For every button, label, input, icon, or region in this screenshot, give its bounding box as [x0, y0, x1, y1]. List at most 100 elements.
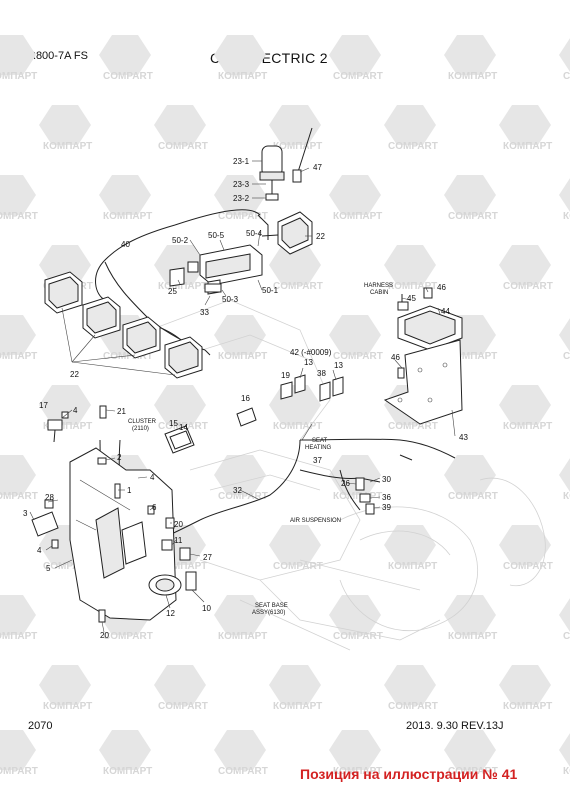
caption-harness-2: CABIN — [370, 290, 388, 296]
callout: 21 — [117, 407, 126, 416]
svg-text:COMPART: COMPART — [333, 631, 383, 642]
svg-text:КОМПАРТ: КОМПАРТ — [103, 211, 152, 222]
svg-text:КОМПАРТ: КОМПАРТ — [333, 211, 382, 222]
caption-seat-base-2: ASSY(6130) — [252, 610, 285, 616]
watermark-tile: COMPART — [269, 525, 323, 572]
watermark-tile: КОМПАРТ — [559, 733, 570, 777]
watermark-tile: КОМПАРТ — [499, 105, 552, 152]
watermark-tile: COMPART — [384, 665, 438, 712]
callout: 6 — [152, 503, 157, 512]
watermark-tile: КОМПАРТ — [39, 105, 92, 152]
watermark-tile: КОМПАРТ — [269, 665, 322, 712]
watermark-tile: КОМПАРТ — [0, 315, 37, 362]
svg-text:COMPART: COMPART — [103, 351, 153, 362]
svg-text:КОМПАРТ: КОМПАРТ — [448, 71, 497, 82]
callout: 22 — [70, 370, 79, 379]
svg-text:КОМПАРТ: КОМПАРТ — [158, 561, 207, 572]
revision-date: 2013. 9.30 REV.13J — [406, 720, 504, 732]
svg-text:КОМПАРТ: КОМПАРТ — [388, 561, 437, 572]
watermark-tile: КОМПАРТ — [499, 385, 552, 432]
speaker-top-right — [261, 211, 313, 255]
callout: 11 — [174, 536, 183, 545]
svg-text:COMPART: COMPART — [273, 281, 323, 292]
watermark-tile: КОМПАРТ — [99, 730, 152, 777]
svg-text:COMPART: COMPART — [503, 561, 553, 572]
svg-text:COMPART: COMPART — [103, 71, 153, 82]
svg-text:COMPART: COMPART — [563, 71, 570, 82]
beacon-lamp — [259, 145, 285, 201]
svg-text:COMPART: COMPART — [158, 421, 208, 432]
watermark-pattern: КОМПАРТ COMPART КОМПАРТ COMPART КОМПАРТ COMPA… — [0, 35, 570, 777]
watermark-tile: КОМПАРТ — [39, 385, 92, 432]
svg-text:COMPART: COMPART — [448, 766, 498, 777]
callout: 38 — [317, 369, 326, 378]
watermark-tile: COMPART — [0, 175, 38, 222]
watermark-tile: КОМПАРТ — [384, 245, 437, 292]
svg-text:КОМПАРТ: КОМПАРТ — [43, 141, 92, 152]
page-number: 2070 — [28, 720, 53, 732]
svg-text:КОМПАРТ: КОМПАРТ — [503, 141, 552, 152]
watermark-tile: КОМПАРТ — [154, 245, 207, 292]
svg-text:COMPART: COMPART — [388, 421, 438, 432]
callout: 16 — [241, 394, 250, 403]
callout: 2 — [117, 453, 122, 462]
svg-text:КОМПАРТ: КОМПАРТ — [273, 421, 322, 432]
svg-text:КОМПАРТ: КОМПАРТ — [43, 701, 92, 712]
background-cab-outline — [149, 299, 546, 651]
svg-text:COMPART: COMPART — [43, 561, 93, 572]
svg-text:COMPART: COMPART — [333, 351, 383, 362]
watermark-tile: COMPART — [559, 38, 570, 82]
watermark-tile: КОМПАРТ — [214, 315, 267, 362]
callout: 23-2 — [233, 194, 250, 203]
svg-text:КОМПАРТ: КОМПАРТ — [563, 766, 570, 777]
watermark-tile: COMPART — [154, 105, 208, 152]
svg-text:КОМПАРТ: КОМПАРТ — [503, 421, 552, 432]
callout: 13 — [334, 361, 343, 370]
callout: 23-1 — [233, 157, 250, 166]
svg-text:КОМПАРТ: КОМПАРТ — [448, 631, 497, 642]
callout: 39 — [382, 503, 391, 512]
svg-text:КОМПАРТ: КОМПАРТ — [503, 701, 552, 712]
left-console — [69, 447, 177, 621]
svg-text:КОМПАРТ: КОМПАРТ — [218, 631, 267, 642]
bolt-1 — [114, 483, 121, 499]
callout: 50-4 — [246, 229, 263, 238]
watermark-tile: COMPART — [329, 595, 383, 642]
callout: 46 — [391, 353, 400, 362]
svg-text:COMPART: COMPART — [218, 211, 268, 222]
watermark-tile: КОМПАРТ — [499, 665, 552, 712]
svg-text:КОМПАРТ: КОМПАРТ — [273, 141, 322, 152]
svg-text:КОМПАРТ: КОМПАРТ — [273, 701, 322, 712]
callout: 30 — [382, 475, 391, 484]
caption-air-suspension: AIR SUSPENSION — [290, 518, 341, 524]
part-28-3-4 — [31, 499, 59, 549]
watermark-tile: COMPART — [499, 525, 553, 572]
leader-lines — [29, 160, 456, 633]
svg-text:КОМПАРТ: КОМПАРТ — [0, 351, 37, 362]
watermark-tile: COMPART — [214, 455, 268, 502]
radio-unit — [169, 244, 263, 295]
position-note: Позиция на иллюстрации № 41 — [300, 766, 518, 782]
caption-seat-base-1: SEAT BASE — [255, 603, 288, 609]
svg-text:КОМПАРТ: КОМПАРТ — [43, 421, 92, 432]
watermark-tile: КОМПАРТ — [214, 595, 267, 642]
watermark-tile: КОМПАРТ — [329, 455, 382, 502]
captions: HARNESS CABIN CLUSTER (2110) SEAT HEATIN… — [128, 283, 393, 616]
watermark-tile: COMPART — [384, 105, 438, 152]
svg-text:COMPART: COMPART — [333, 71, 383, 82]
watermark-tile: КОМПАРТ — [444, 595, 497, 642]
svg-text:COMPART: COMPART — [158, 701, 208, 712]
watermark-tile: КОМПАРТ — [329, 730, 382, 777]
watermark-tile: COMPART — [99, 35, 153, 82]
svg-text:КОМПАРТ: КОМПАРТ — [333, 491, 382, 502]
watermark-tile: КОМПАРТ — [559, 458, 570, 502]
callout-numbers: 23-1 47 23-3 23-2 40 50-2 50-5 50-4 22 2… — [23, 157, 468, 640]
watermark-tile: КОМПАРТ — [0, 35, 37, 82]
callout: 45 — [407, 294, 416, 303]
watermark-tile: COMPART — [329, 35, 383, 82]
callout: 27 — [203, 553, 212, 562]
callout: 47 — [313, 163, 322, 172]
svg-text:COMPART: COMPART — [388, 701, 438, 712]
svg-text:COMPART: COMPART — [448, 491, 498, 502]
